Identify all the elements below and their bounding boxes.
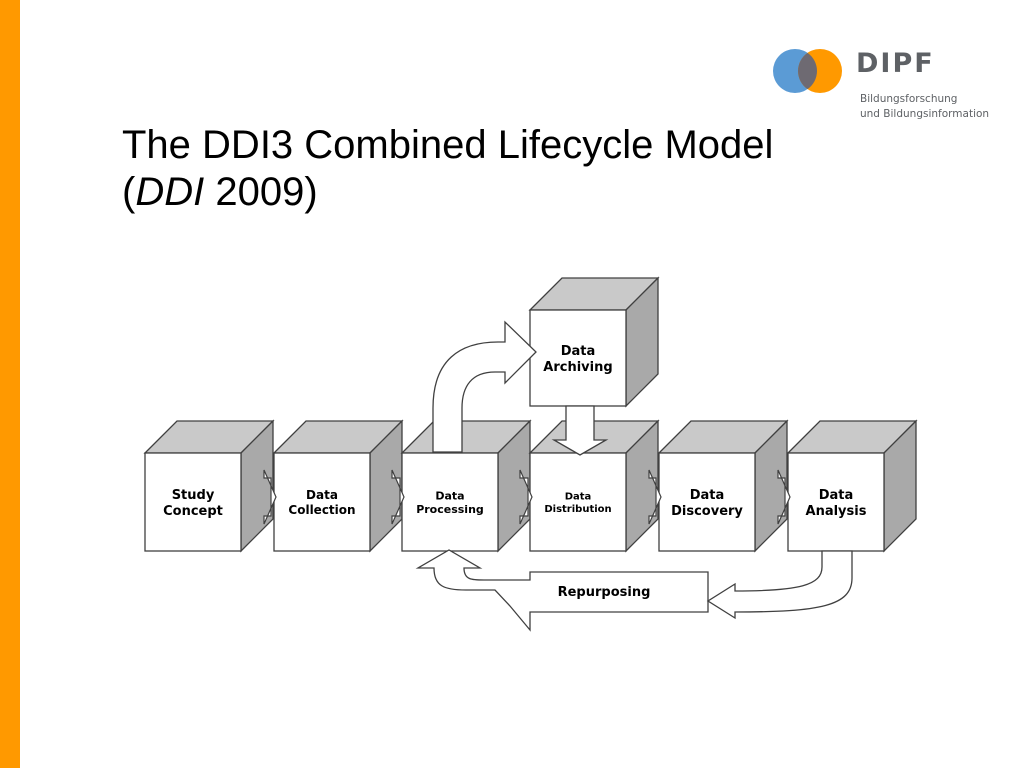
title-open-paren: ( <box>122 170 136 214</box>
flow-arrow-study-concept-to-data-collection <box>263 469 277 525</box>
study-concept-box-label-line-1: Study <box>172 488 215 503</box>
title-line-1: The DDI3 Combined Lifecycle Model <box>122 123 774 167</box>
title-italic: DDI <box>135 170 205 214</box>
arrow-archiving-to-distribution <box>551 405 609 456</box>
data-collection-box-label-line-2: Collection <box>288 503 355 517</box>
logo-tagline-line-2: und Bildungsinformation <box>860 108 990 120</box>
flow-arrow-data-collection-to-data-processing <box>391 469 405 525</box>
data-processing-box-label-line-2: Processing <box>416 503 484 516</box>
data-analysis-box-label-line-1: Data <box>819 488 854 503</box>
data-processing-box-label-line-1: Data <box>435 489 464 502</box>
data-archiving-box-label-line-2: Archiving <box>543 360 612 375</box>
data-distribution-box-front-face <box>529 452 627 552</box>
logo-tagline-line-1: Bildungsforschung <box>860 93 958 105</box>
flow-arrow-data-processing-to-data-distribution <box>519 469 533 525</box>
data-collection-box-front-face <box>273 452 371 552</box>
side-accent-bar <box>0 0 20 768</box>
arrow-processing-to-archiving <box>432 320 537 453</box>
data-analysis-box-label-line-2: Analysis <box>806 504 867 519</box>
repurposing-arrow <box>415 549 709 632</box>
title-rest: 2009) <box>204 170 318 214</box>
logo-tagline: Bildungsforschung und Bildungsinformatio… <box>860 92 989 122</box>
arrow-analysis-to-repurposing <box>706 550 853 620</box>
data-distribution-box-label-line-2: Distribution <box>544 504 611 515</box>
repurposing-label: Repurposing <box>558 585 651 600</box>
data-discovery-box-label-line-2: Discovery <box>671 504 743 519</box>
data-discovery-box-front-face <box>658 452 756 552</box>
logo-name: DIPF <box>856 48 935 79</box>
flow-arrow-data-distribution-to-data-discovery <box>648 469 662 525</box>
dipf-logo: DIPF Bildungsforschung und Bildungsinfor… <box>770 44 1010 124</box>
data-collection-box-label-line-1: Data <box>306 488 338 502</box>
study-concept-box-front-face <box>144 452 242 552</box>
data-discovery-box-label-line-1: Data <box>690 488 725 503</box>
data-processing-box-front-face <box>401 452 499 552</box>
data-distribution-box-label-line-1: Data <box>565 492 592 503</box>
flow-arrow-data-discovery-to-data-analysis <box>777 469 791 525</box>
logo-circles-icon <box>773 49 842 93</box>
slide-title: The DDI3 Combined Lifecycle Model (DDI 2… <box>122 122 773 216</box>
data-archiving-box-label-line-1: Data <box>561 344 596 359</box>
study-concept-box-label-line-2: Concept <box>163 504 223 519</box>
